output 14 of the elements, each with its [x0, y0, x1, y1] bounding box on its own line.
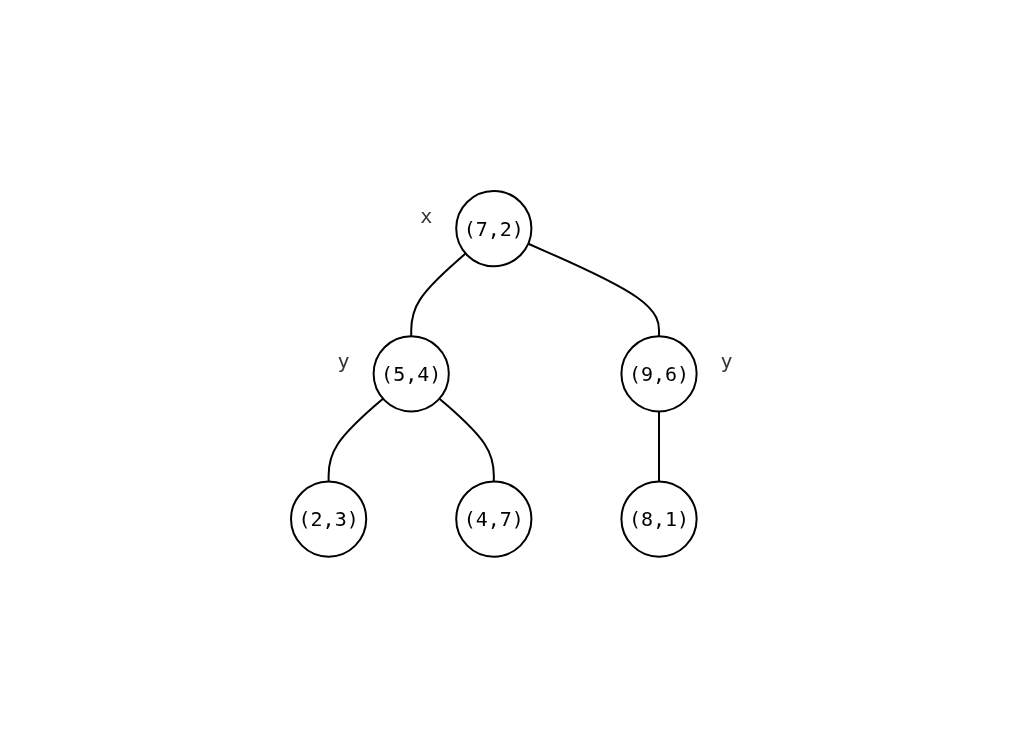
node-label: (4,7): [463, 507, 525, 532]
node-label: (2,3): [298, 507, 359, 532]
connector-line: [327, 397, 385, 483]
node-label: (7,2): [463, 216, 525, 241]
node-label: (9,6): [629, 362, 690, 386]
axis-label: x: [420, 204, 433, 228]
connector-line: [527, 242, 661, 338]
axis-label: y: [337, 349, 350, 374]
node-label: (8,1): [629, 507, 690, 532]
connector-line: [658, 410, 661, 483]
connector-line: [410, 252, 467, 338]
connector-line: [438, 397, 495, 483]
axis-label: y: [720, 349, 733, 374]
node-label: (5,4): [381, 362, 442, 386]
